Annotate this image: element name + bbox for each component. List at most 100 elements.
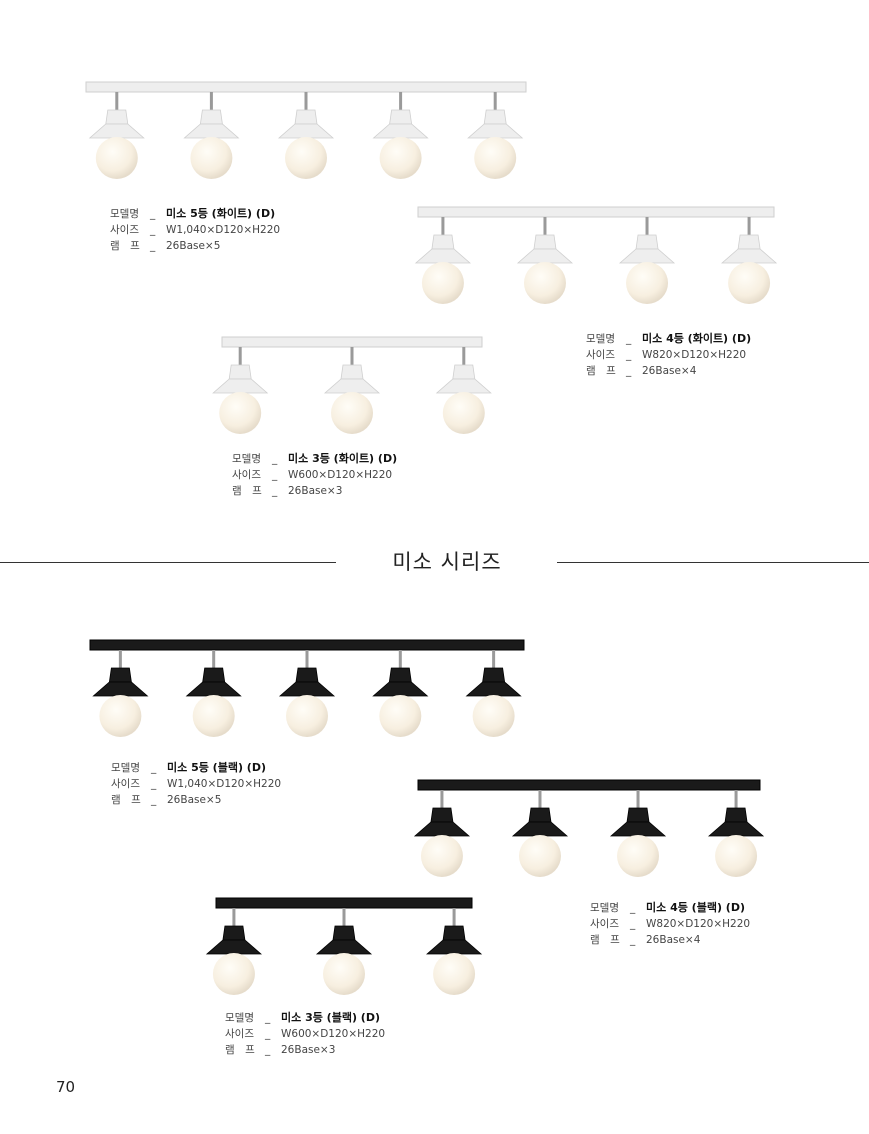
lamp-socket [533, 234, 557, 250]
separator: _ [626, 349, 632, 361]
lamp-shade [372, 123, 429, 139]
lamp-head [435, 347, 492, 434]
separator: _ [272, 469, 278, 481]
lamp-value: 26Base×5 [166, 240, 221, 252]
lamp-bulb [379, 695, 422, 737]
lamp-shade [277, 123, 335, 139]
separator: _ [630, 934, 636, 946]
size-value: W820×D120×H220 [646, 918, 751, 930]
ceiling-bar [221, 336, 483, 348]
model-label: 모델명 [225, 1012, 254, 1024]
lamp-shade [467, 123, 524, 139]
lamp-socket [105, 109, 129, 125]
lamp-bulb [433, 953, 476, 995]
size-label: 사이즈 [225, 1028, 254, 1040]
lamp-bulb [523, 262, 566, 304]
lamp-head [609, 790, 667, 877]
lamp-bulb [379, 137, 422, 179]
lamp-socket [737, 234, 761, 250]
size-label: 사이즈 [110, 224, 139, 236]
model-label: 모델명 [110, 208, 139, 220]
lamp-rod [304, 92, 308, 110]
lamp-shade [323, 378, 381, 394]
model-label: 모델명 [111, 762, 140, 774]
lamp-bulb [331, 392, 373, 434]
lamp-label: 램 프 [232, 485, 262, 497]
divider-right [557, 562, 869, 563]
lamp-rod [645, 217, 649, 235]
ceiling-bar [417, 779, 761, 791]
lamp-socket [295, 667, 319, 683]
lamp-shade [205, 939, 262, 955]
model-label: 모델명 [590, 902, 619, 914]
lamp-bulb [212, 953, 255, 995]
lamp-bulb [95, 137, 138, 179]
lamp-shade [413, 821, 471, 837]
lamp-bulb [420, 835, 463, 877]
lamp-socket [528, 807, 552, 823]
lamp-bulb [99, 695, 142, 737]
lamp-rod [493, 92, 497, 110]
lamp-shade [511, 821, 569, 837]
lamp-shade [426, 939, 483, 955]
lamp-socket [442, 925, 466, 941]
lamp-value: 26Base×3 [288, 485, 343, 497]
lamp-label: 램 프 [586, 365, 616, 377]
lamp-shade [414, 248, 471, 264]
lamp-shade [183, 123, 240, 139]
product-spec: 모델명_미소 4등 (화이트) (D) 사이즈_W820×D120×H220 램… [586, 331, 751, 379]
lamp-socket [202, 667, 226, 683]
lamp-bulb [192, 695, 235, 737]
lamp-socket [635, 234, 659, 250]
product-spec: 모델명_미소 3등 (블랙) (D) 사이즈_W600×D120×H220 램 … [225, 1010, 385, 1058]
lamp-head [183, 92, 240, 179]
size-value: W600×D120×H220 [288, 469, 393, 481]
lamp-shade [212, 378, 269, 394]
lamp-socket [724, 807, 748, 823]
lamp-socket [626, 807, 650, 823]
lamp-bulb [474, 137, 517, 179]
fixture-image [205, 896, 483, 998]
lamp-rod [399, 92, 403, 110]
model-name: 미소 4등 (블랙) (D) [646, 901, 745, 914]
lamp-head [721, 217, 778, 304]
size-label: 사이즈 [586, 349, 615, 361]
lamp-head [278, 650, 336, 737]
separator: _ [626, 365, 632, 377]
separator: _ [151, 762, 157, 774]
separator: _ [630, 902, 636, 914]
series-title: 미소 시리즈 [392, 550, 502, 574]
lamp-bulb [617, 835, 660, 877]
lamp-shade [278, 681, 336, 697]
lamp-value: 26Base×4 [646, 934, 701, 946]
separator: _ [272, 485, 278, 497]
lamp-rod [342, 908, 346, 926]
separator: _ [265, 1028, 271, 1040]
lamp-socket [228, 364, 252, 380]
lamp-socket [108, 667, 132, 683]
fixture-image [212, 335, 492, 445]
separator: _ [151, 778, 157, 790]
lamp-shade [609, 821, 667, 837]
lamp-head [413, 790, 471, 877]
lamp-label: 램 프 [225, 1044, 255, 1056]
fixture-image [413, 778, 765, 878]
lamp-bulb [421, 262, 464, 304]
size-value: W1,040×D120×H220 [167, 778, 282, 790]
lamp-head [511, 790, 569, 877]
lamp-socket [430, 807, 454, 823]
lamp-value: 26Base×5 [167, 794, 222, 806]
separator: _ [150, 208, 156, 220]
lamp-socket [452, 364, 476, 380]
lamp-head [618, 217, 676, 304]
fixture-image [414, 205, 778, 315]
model-name: 미소 5등 (화이트) (D) [166, 207, 276, 220]
lamp-socket [431, 234, 455, 250]
lamp-shade [315, 939, 373, 955]
lamp-rod [398, 650, 402, 668]
separator: _ [272, 453, 278, 465]
lamp-label: 램 프 [111, 794, 141, 806]
model-name: 미소 5등 (블랙) (D) [167, 761, 266, 774]
ceiling-bar [89, 639, 525, 651]
lamp-bulb [323, 953, 365, 995]
